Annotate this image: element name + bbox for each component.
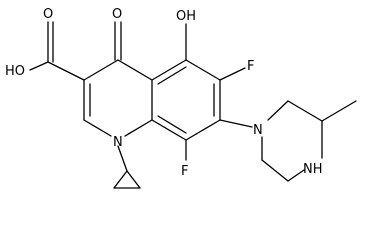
bond-c7-npip [219, 119, 253, 128]
bond-cooh-oh [29, 61, 49, 71]
molecule-structure: O HO O OH F F N N NH [5, 7, 357, 189]
bond-pip-c5-c6 [261, 159, 289, 182]
bond-c4a-c5-inner [157, 66, 187, 85]
atom-nh-piperazine: NH [303, 162, 323, 177]
bond-c7-c8 [185, 119, 221, 141]
bond-c8-c8a [151, 119, 187, 141]
atom-hydroxy: OH [176, 9, 196, 24]
bond-c6-f [219, 67, 246, 81]
atom-fluoro-bottom: F [181, 164, 188, 179]
bond-c8-c8a-inner [157, 115, 187, 134]
bond-cp-3 [126, 170, 141, 189]
bond-pip-n4-c5 [287, 169, 305, 182]
bond-cp-1 [113, 170, 128, 189]
bond-c4a-c5 [151, 59, 187, 81]
bond-n1-c2 [83, 119, 112, 137]
bond-c3-cooh [47, 61, 85, 81]
atom-n-piperazine: N [253, 123, 263, 138]
atom-ketone-o: O [112, 7, 122, 22]
bond-c8a-n1 [124, 119, 153, 137]
bond-pip-n1-c2 [267, 100, 289, 121]
bond-c4-c4a [117, 59, 153, 81]
atom-fluoro-top: F [247, 59, 254, 74]
bond-pip-c2-c3 [287, 100, 323, 122]
atom-n-quinoline: N [113, 135, 123, 150]
atom-carboxyl-oh: HO [5, 64, 25, 79]
bond-pip-methyl [321, 100, 357, 122]
bond-c5-c6 [185, 59, 221, 81]
atom-carboxyl-o: O [43, 7, 53, 22]
bond-c3-c4 [83, 59, 119, 81]
bond-n1-cp [117, 145, 128, 172]
